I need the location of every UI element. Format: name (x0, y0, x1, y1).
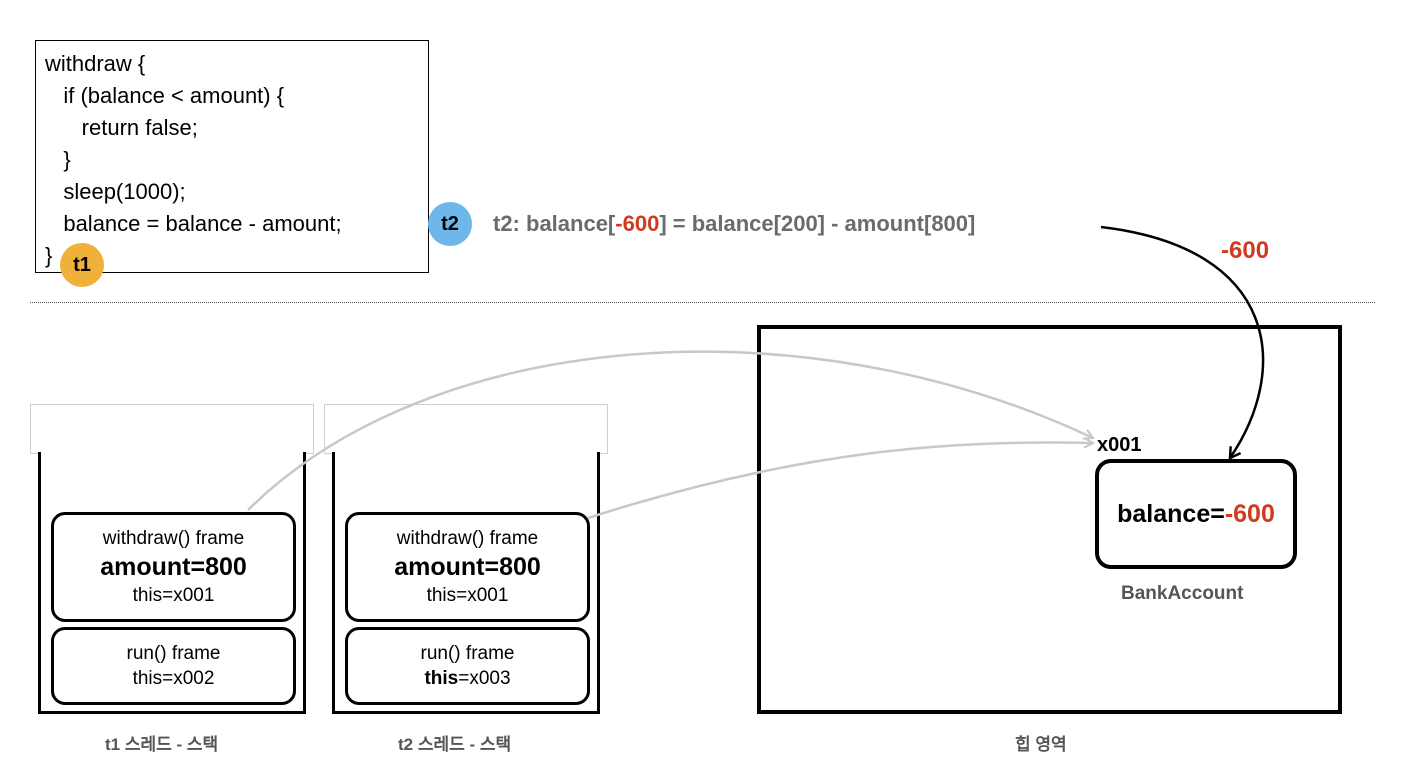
t1-withdraw-frame: withdraw() frame amount=800 this=x001 (51, 512, 296, 622)
formula-prefix: t2: balance[ (493, 211, 616, 236)
t2-marker: t2 (428, 202, 472, 246)
t2-stack: withdraw() frame amount=800 this=x001 ru… (332, 452, 600, 714)
frame-this: this=x002 (133, 666, 215, 691)
t2-formula: t2: balance[-600] = balance[200] - amoun… (493, 211, 975, 237)
object-address: x001 (1097, 434, 1142, 456)
frame-amount: amount=800 (100, 552, 247, 581)
t2-stack-header (324, 404, 608, 454)
heap-caption: 힙 영역 (1015, 735, 1067, 754)
t1-stack-caption: t1 스레드 - 스택 (105, 735, 219, 754)
t2-withdraw-frame: withdraw() frame amount=800 this=x001 (345, 512, 590, 622)
frame-title: withdraw() frame (396, 527, 539, 549)
frame-this: this=x003 (424, 666, 510, 691)
object-field: balance= (1117, 499, 1225, 528)
t1-stack-header (30, 404, 314, 454)
divider (30, 302, 1375, 303)
frame-this: this=x001 (426, 584, 509, 606)
t2-run-frame: run() frame this=x003 (345, 627, 590, 705)
frame-title: run() frame (126, 642, 221, 664)
t1-marker: t1 (60, 243, 104, 287)
t2-stack-caption: t2 스레드 - 스택 (398, 735, 512, 754)
code-line: } (45, 243, 53, 268)
code-box: withdraw { if (balance < amount) { retur… (35, 40, 429, 273)
bank-account-object: balance=-600 (1095, 459, 1297, 569)
frame-title: withdraw() frame (102, 527, 245, 549)
frame-this-value: =x002 (162, 667, 215, 689)
delta-label: -600 (1221, 237, 1270, 264)
code-line: balance = balance - amount; (45, 211, 342, 236)
object-class-label: BankAccount (1121, 583, 1244, 604)
frame-title: run() frame (420, 642, 515, 664)
code-line: } (45, 147, 71, 172)
code-line: if (balance < amount) { (45, 83, 285, 108)
t1-stack: withdraw() frame amount=800 this=x001 ru… (38, 452, 306, 714)
frame-this-key: this (132, 667, 163, 689)
frame-this: this=x001 (132, 584, 215, 606)
object-value: -600 (1224, 499, 1275, 528)
formula-result: -600 (615, 211, 660, 236)
formula-suffix: ] = balance[200] - amount[800] (659, 211, 976, 236)
t1-run-frame: run() frame this=x002 (51, 627, 296, 705)
code-line: withdraw { (45, 51, 146, 76)
code-line: sleep(1000); (45, 179, 186, 204)
frame-amount: amount=800 (394, 552, 541, 581)
frame-this-value: =x003 (458, 667, 511, 689)
code-line: return false; (45, 115, 198, 140)
frame-this-key: this (424, 667, 459, 689)
